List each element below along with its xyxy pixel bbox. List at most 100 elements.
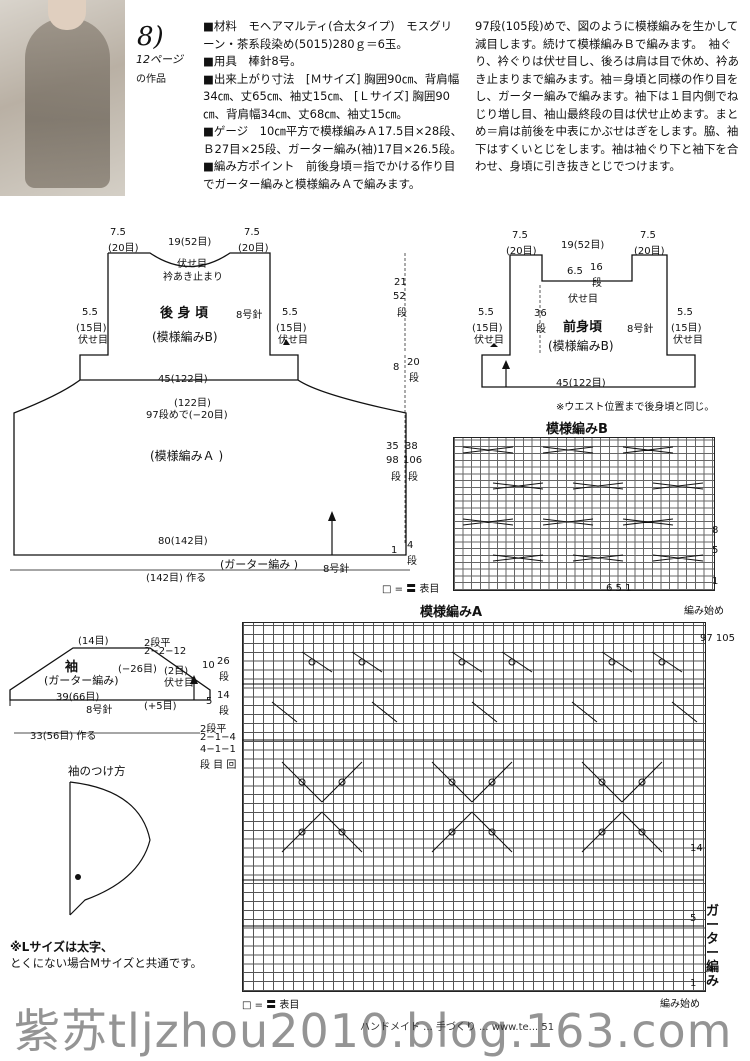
back-arm-right: 5.5: [282, 307, 298, 318]
sleeve-dec-3: (−26目): [118, 664, 157, 675]
back-cast-on: (142目) 作る: [146, 573, 207, 584]
sleeve-inc-4: 4−1−1: [200, 744, 236, 755]
points-text: ■編み方ポイント 前後身頃＝指でかける作り目でガーター編みと模様編みＡで編みます…: [203, 159, 456, 191]
front-top-mid: 19(52目): [561, 240, 605, 251]
back-garter: (ガーター編み ): [220, 558, 299, 571]
sleeve-two-bind: 伏せ目: [164, 678, 194, 689]
back-h3-rows-l: 106: [403, 455, 423, 466]
model-figure: [25, 18, 110, 188]
front-arm-right-bind: 伏せ目: [673, 335, 703, 346]
tools-text: ■用具 棒針8号。: [203, 54, 302, 68]
back-top-mid: 19(52目): [168, 237, 212, 248]
back-needle-2: 8号針: [323, 564, 350, 575]
back-h2-unit: 段: [409, 373, 419, 384]
back-h2: 8: [393, 362, 400, 373]
gauge-text: ■ゲージ 10㎝平方で模様編みＡ17.5目×28段、Ｂ27目×25段、ガーター編…: [203, 124, 463, 156]
sleeve-title: 袖: [65, 660, 79, 675]
front-neck-rows: 16: [590, 262, 603, 273]
back-h3-rows: 98: [386, 455, 399, 466]
front-arm-right: 5.5: [677, 307, 693, 318]
back-arm-right-bind: 伏せ目: [278, 335, 308, 346]
pattern-b-symbols: [462, 446, 704, 562]
instructions-column-2: 97段(105段)めで、図のように模様編みを生かして減目します。続けて模様編みＢ…: [475, 18, 745, 176]
back-h3-unit-l: 段: [408, 472, 418, 483]
back-h4-unit: 段: [407, 556, 417, 567]
front-needle: 8号針: [627, 324, 654, 335]
back-needle: 8号針: [236, 310, 263, 321]
pattern-a-legend: □ = 〓 表目: [242, 1000, 300, 1011]
front-rows: 36: [534, 308, 547, 319]
front-top-left-st: (20目): [506, 246, 537, 257]
sleeve-inc: (+5目): [144, 701, 177, 712]
back-bottom-width: 80(142目): [158, 536, 208, 547]
sleeve-diagram: [9, 647, 211, 734]
sleeve-needle: 8号針: [86, 705, 113, 716]
sleeve-cast-on: 33(56目) 作る: [30, 731, 97, 742]
sleeve-inc-2: 2段平: [200, 724, 227, 735]
front-note: ※ウエスト位置まで後身頃と同じ。: [556, 402, 715, 413]
sleeve-h1-rows: 26: [217, 656, 230, 667]
back-top-left: 7.5: [110, 227, 126, 238]
pattern-a-title: 模様編みA: [420, 605, 483, 620]
sleeve-top: (14目): [78, 636, 109, 647]
front-neck-h: 6.5: [567, 266, 583, 277]
sleeve-h2: 5: [206, 696, 213, 707]
front-arm-left: 5.5: [478, 307, 494, 318]
back-bind-off: 伏せ目: [177, 259, 207, 270]
back-h1: 21: [394, 277, 407, 288]
front-title: 前身頃: [563, 320, 603, 335]
instructions-column-1: ■材料 モヘアマルティ(合太タイプ) モスグリーン・茶系段染め(5015)280…: [203, 18, 463, 193]
pattern-a-row-14: 14: [690, 843, 703, 854]
back-body-diagram: [10, 252, 410, 571]
back-h3-unit: 段: [391, 472, 401, 483]
sleeve-two: (2目): [164, 666, 189, 677]
sleeve-garter: (ガーター編み): [44, 674, 119, 687]
back-arm-right-st: (15目): [276, 323, 307, 334]
pattern-a-row-1: 1: [690, 978, 697, 989]
model-photo: [0, 0, 125, 196]
sleeve-h2-unit: 段: [219, 706, 229, 717]
back-top-right: 7.5: [244, 227, 260, 238]
front-body-diagram: [481, 254, 696, 388]
sleeve-h1: 10: [202, 660, 215, 671]
sleeve-width: 39(66目): [56, 692, 100, 703]
front-rows-unit: 段: [536, 324, 546, 335]
pattern-b-start: 編み始め: [684, 606, 724, 617]
size-note-2: とくにない場合Mサイズと共通です。: [10, 956, 203, 970]
item-number: 8): [137, 22, 164, 52]
pattern-b-row-1: 1: [712, 576, 719, 587]
back-arm-left-bind: 伏せ目: [78, 335, 108, 346]
sleeve-dec-2: 2−2−12: [144, 646, 187, 657]
front-arm-right-st: (15目): [671, 323, 702, 334]
model-face: [48, 0, 86, 30]
attach-diagram: [69, 781, 151, 916]
back-waist: 45(122目): [158, 374, 208, 385]
page-ref-sub: の作品: [136, 74, 166, 85]
size-text: ■出来上がり寸法 [Ｍサイズ] 胸囲90㎝、背肩幅34㎝、丈65㎝、袖丈15㎝、…: [203, 71, 460, 121]
back-waist-st: (122目): [174, 398, 211, 409]
watermark: 紫苏tljzhou2010.blog.163.com: [14, 1004, 733, 1058]
instructions-text: 97段(105段)めで、図のように模様編みを生かして減目します。続けて模様編みＢ…: [475, 19, 740, 173]
front-top-right: 7.5: [640, 230, 656, 241]
sleeve-dec-1: 2段平: [144, 638, 171, 649]
sleeve-inc-3: 2−1−4: [200, 732, 236, 743]
back-h2-rows: 20: [407, 357, 420, 368]
sleeve-inc-5: 段 目 回: [200, 760, 237, 771]
front-pattern-b: (模様編みB): [548, 339, 614, 353]
pattern-a-symbols: [242, 651, 704, 927]
pattern-b-title: 模様編みB: [546, 422, 608, 437]
back-neck-stop: 衿あき止まり: [163, 272, 223, 283]
back-title: 後 身 頃: [160, 306, 209, 321]
materials-text: ■材料 モヘアマルティ(合太タイプ) モスグリーン・茶系段染め(5015)280…: [203, 19, 453, 51]
back-h1-rows: 52: [393, 291, 406, 302]
front-bind-off: 伏せ目: [568, 294, 598, 305]
back-arm-left-st: (15目): [76, 323, 107, 334]
sleeve-h1-unit: 段: [219, 672, 229, 683]
pattern-b-row-5: 5: [712, 545, 719, 556]
pattern-b-col-nums: 6 5 1: [606, 583, 632, 594]
back-h4: 1: [391, 545, 398, 556]
back-h3-l: 38: [405, 441, 418, 452]
pattern-b-chart: [453, 437, 715, 591]
sleeve-h2-rows: 14: [217, 690, 230, 701]
pattern-b-legend: □ = 〓 表目: [382, 584, 440, 595]
